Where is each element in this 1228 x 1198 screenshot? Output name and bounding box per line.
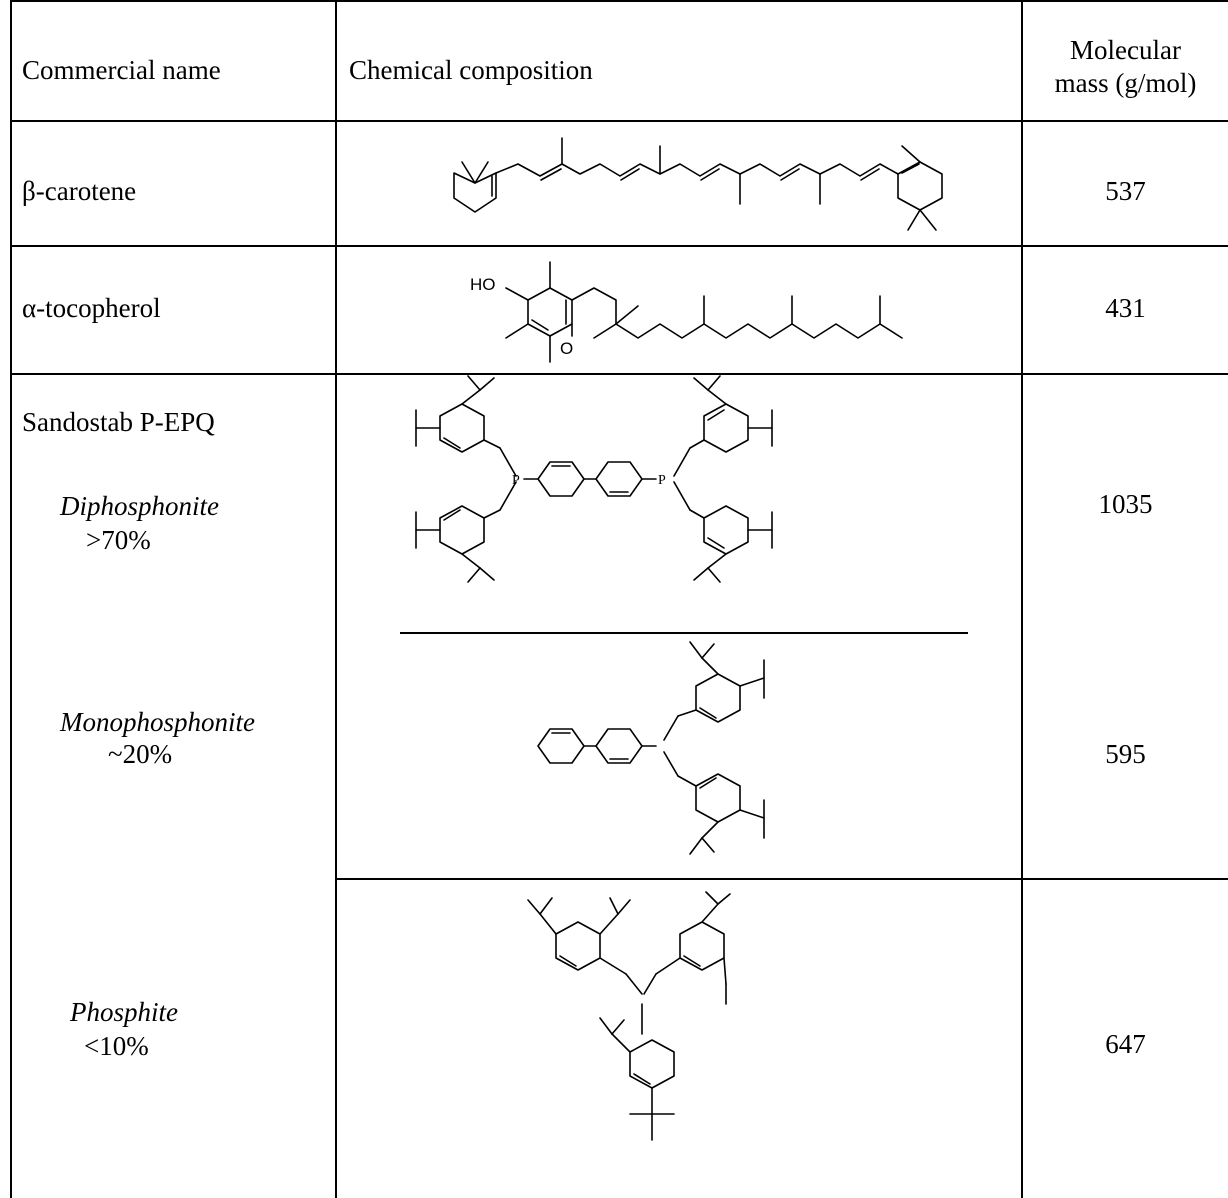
phosphorus-label: P	[512, 473, 520, 488]
compound-name: α-tocopherol	[22, 293, 161, 323]
row-border	[10, 373, 1228, 375]
molecular-mass: 595	[1105, 739, 1146, 769]
row-border	[335, 878, 1228, 880]
diphosphonite-structure: P P	[415, 375, 773, 583]
component-fraction: >70%	[86, 525, 151, 555]
row-border	[10, 245, 1228, 247]
alpha-tocopherol-structure: HO O	[470, 261, 903, 363]
header-mass-line1: Molecular	[1070, 35, 1181, 65]
hydroxyl-label: HO	[470, 275, 496, 294]
component-name: Diphosphonite	[60, 491, 219, 521]
phosphite-structure	[527, 891, 731, 1141]
component-name: Monophosphonite	[60, 707, 255, 737]
beta-carotene-structure	[453, 137, 943, 231]
component-fraction: ~20%	[108, 739, 173, 769]
row-partial-border	[400, 632, 968, 634]
header-commercial-name: Commercial name	[22, 55, 221, 85]
molecular-mass: 431	[1105, 293, 1146, 323]
table-left-border	[10, 0, 12, 1198]
header-chemical-composition: Chemical composition	[349, 55, 593, 85]
product-group-name: Sandostab P-EPQ	[22, 407, 215, 437]
molecular-mass: 647	[1105, 1029, 1146, 1059]
ring-oxygen-label: O	[560, 339, 573, 358]
compound-name: β-carotene	[22, 176, 137, 206]
phosphorus-label: P	[658, 473, 666, 488]
molecular-mass: 1035	[1098, 489, 1153, 519]
molecular-mass: 537	[1105, 176, 1146, 206]
component-fraction: <10%	[84, 1031, 149, 1061]
header-bottom-border	[10, 120, 1228, 122]
table-top-border	[10, 0, 1228, 2]
monophosphonite-structure	[537, 641, 765, 855]
header-mass-line2: mass (g/mol)	[1054, 68, 1197, 98]
column-divider	[335, 0, 337, 1198]
component-name: Phosphite	[70, 997, 178, 1027]
column-divider	[1021, 0, 1023, 1198]
